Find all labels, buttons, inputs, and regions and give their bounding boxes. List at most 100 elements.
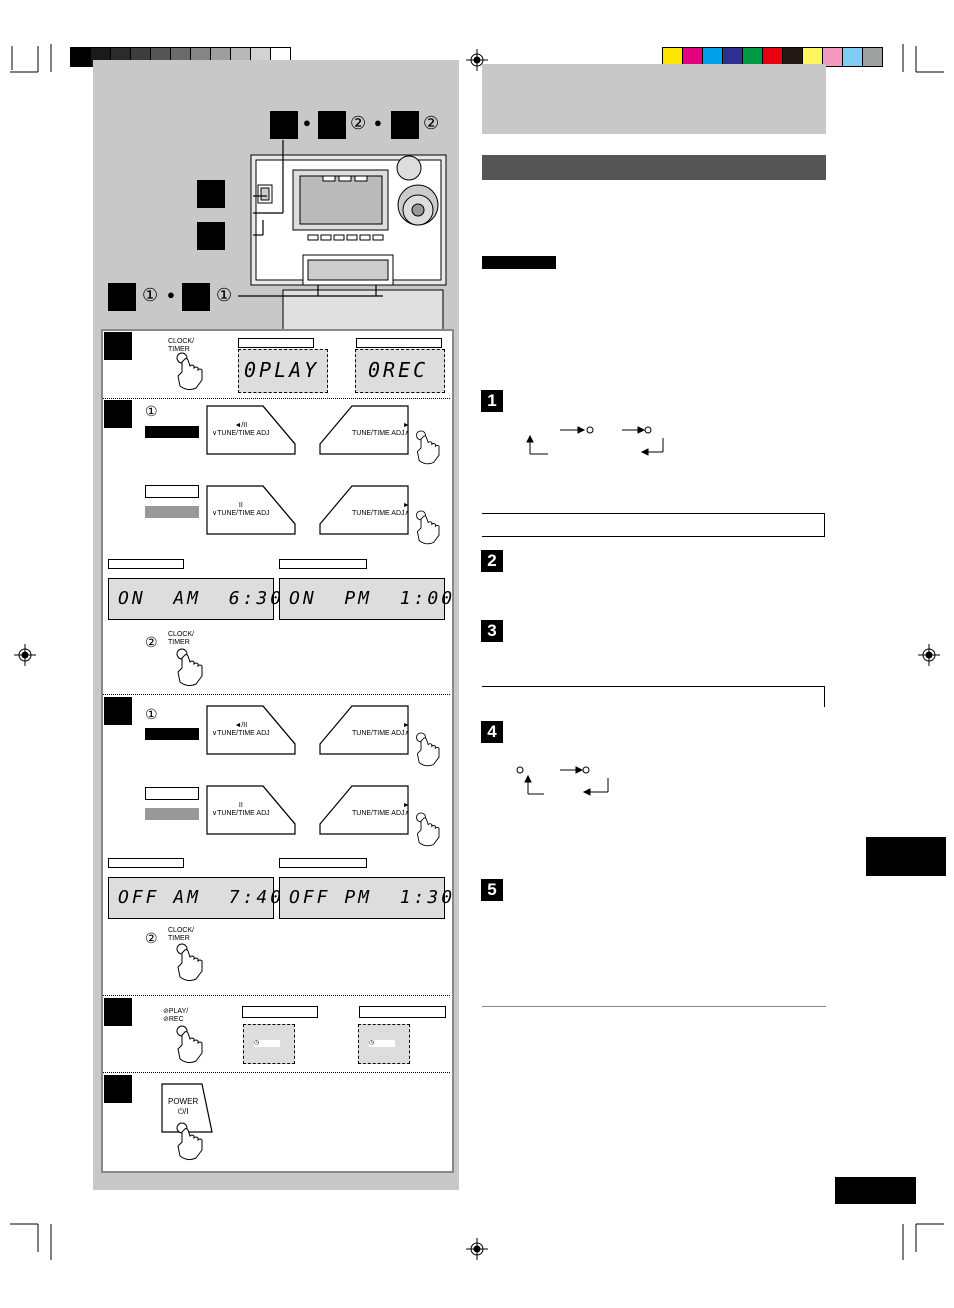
display-on-pm-header (279, 559, 367, 569)
tune-forward-label-3: ► TUNE/TIME ADJ∧ (352, 722, 410, 737)
callout-box-bottom-2 (182, 283, 210, 311)
callout-box-top-2 (318, 111, 346, 139)
display-on-am (108, 578, 274, 620)
label-bar-black (145, 426, 199, 438)
callout-bullet: ● (167, 287, 175, 302)
registration-target-bottom (466, 1238, 488, 1260)
display-off-pm-header (279, 858, 367, 868)
callout-bullet: ● (303, 115, 311, 130)
callout-box-left-2 (197, 222, 225, 250)
note-tag (482, 256, 556, 269)
divider (103, 995, 450, 996)
step-number: 1 (481, 390, 503, 412)
clock-icon: ◷ (369, 1040, 375, 1046)
info-box (482, 686, 825, 707)
color-swatch (702, 48, 722, 66)
cycle-diagram-2 (516, 766, 609, 796)
power-button[interactable] (160, 1082, 215, 1164)
display-play (238, 349, 328, 393)
color-swatch (722, 48, 742, 66)
side-tab (866, 837, 946, 876)
color-swatch (762, 48, 782, 66)
color-swatch (802, 48, 822, 66)
callout-circle-2: ② (423, 113, 440, 133)
panel-step-box (104, 998, 132, 1026)
tune-forward-press-4 (412, 812, 448, 848)
color-swatch (822, 48, 842, 66)
callout-box-top-3 (391, 111, 419, 139)
play-rec-button-press[interactable] (172, 1025, 212, 1065)
display-on-pm (279, 578, 445, 620)
lcd-off-pm: OFF PM 1:30 (289, 887, 456, 908)
panel-step-box (104, 332, 132, 360)
clock-timer-label: CLOCK/ TIMER (168, 927, 195, 942)
tune-forward-press-2 (412, 510, 448, 546)
tune-forward-press-3 (412, 732, 448, 768)
clock-timer-button-press[interactable] (172, 352, 212, 392)
section-divider (482, 1006, 826, 1007)
color-swatch (782, 48, 802, 66)
color-swatch (742, 48, 762, 66)
lcd-rec: 0REC (368, 358, 429, 382)
display-play-timer-header (242, 1006, 318, 1018)
color-swatch (71, 48, 90, 66)
label-bar-outline (145, 485, 199, 498)
registration-target-top (466, 49, 488, 71)
power-button-press (172, 1122, 212, 1162)
sub-step-1: ① (145, 706, 158, 722)
color-swatch (862, 48, 882, 66)
tune-forward-press (412, 430, 448, 466)
clock-timer-button-press[interactable] (172, 943, 212, 983)
lcd-on-am: ON AM 6:30 (118, 588, 285, 609)
page-number-box (835, 1177, 916, 1204)
color-swatch (842, 48, 862, 66)
clock-timer-button-press[interactable] (172, 648, 212, 688)
callout-box-bottom-1 (108, 283, 136, 311)
title-block (482, 64, 826, 134)
panel-step-box (104, 400, 132, 428)
label-bar-black (145, 728, 199, 740)
divider (103, 694, 450, 695)
label-bar-outline (145, 787, 199, 800)
sub-step-2: ② (145, 930, 158, 946)
color-swatch (682, 48, 702, 66)
step-number: 2 (481, 550, 503, 572)
lcd-off-am: OFF AM 7:40 (118, 887, 285, 908)
callout-circle-2: ② (350, 113, 367, 133)
cycle-diagram-1 (526, 426, 664, 456)
lcd-play: 0PLAY (244, 358, 320, 382)
info-box (482, 513, 825, 537)
display-rec-header (356, 338, 442, 348)
tune-back-label: ◄/II ∨TUNE/TIME ADJ (212, 422, 270, 437)
registration-target-left (14, 644, 36, 666)
divider (103, 1072, 450, 1073)
callout-bullet: ● (374, 115, 382, 130)
display-off-pm (279, 877, 445, 919)
tune-forward-label-2: ► TUNE/TIME ADJ∧ (352, 502, 410, 517)
step-number: 3 (481, 620, 503, 642)
tune-back-label-2: II ∨TUNE/TIME ADJ (212, 502, 270, 517)
panel-step-box (104, 1075, 132, 1103)
tune-back-label-4: II ∨TUNE/TIME ADJ (212, 802, 270, 817)
callout-circle-1: ① (142, 285, 159, 305)
label-bar-gray (145, 506, 199, 518)
color-swatch (663, 48, 682, 66)
callout-box-left-1 (197, 180, 225, 208)
display-play-header (238, 338, 314, 348)
section-header-bar (482, 155, 826, 180)
divider (103, 398, 450, 399)
clock-timer-label: CLOCK/ TIMER (168, 338, 195, 353)
display-rec-timer-header (359, 1006, 446, 1018)
power-label: POWER ⏻/I (168, 1097, 199, 1116)
rec-timer-indicator: ◷ (369, 1040, 395, 1047)
label-bar-gray (145, 808, 199, 820)
display-on-am-header (108, 559, 184, 569)
lcd-on-pm: ON PM 1:00 (289, 588, 456, 609)
display-rec (355, 349, 445, 393)
step-number: 5 (481, 879, 503, 901)
tune-back-label-3: ◄/II ∨TUNE/TIME ADJ (212, 722, 270, 737)
clock-icon: ◷ (254, 1040, 260, 1046)
step-number: 4 (481, 721, 503, 743)
display-off-am-header (108, 858, 184, 868)
